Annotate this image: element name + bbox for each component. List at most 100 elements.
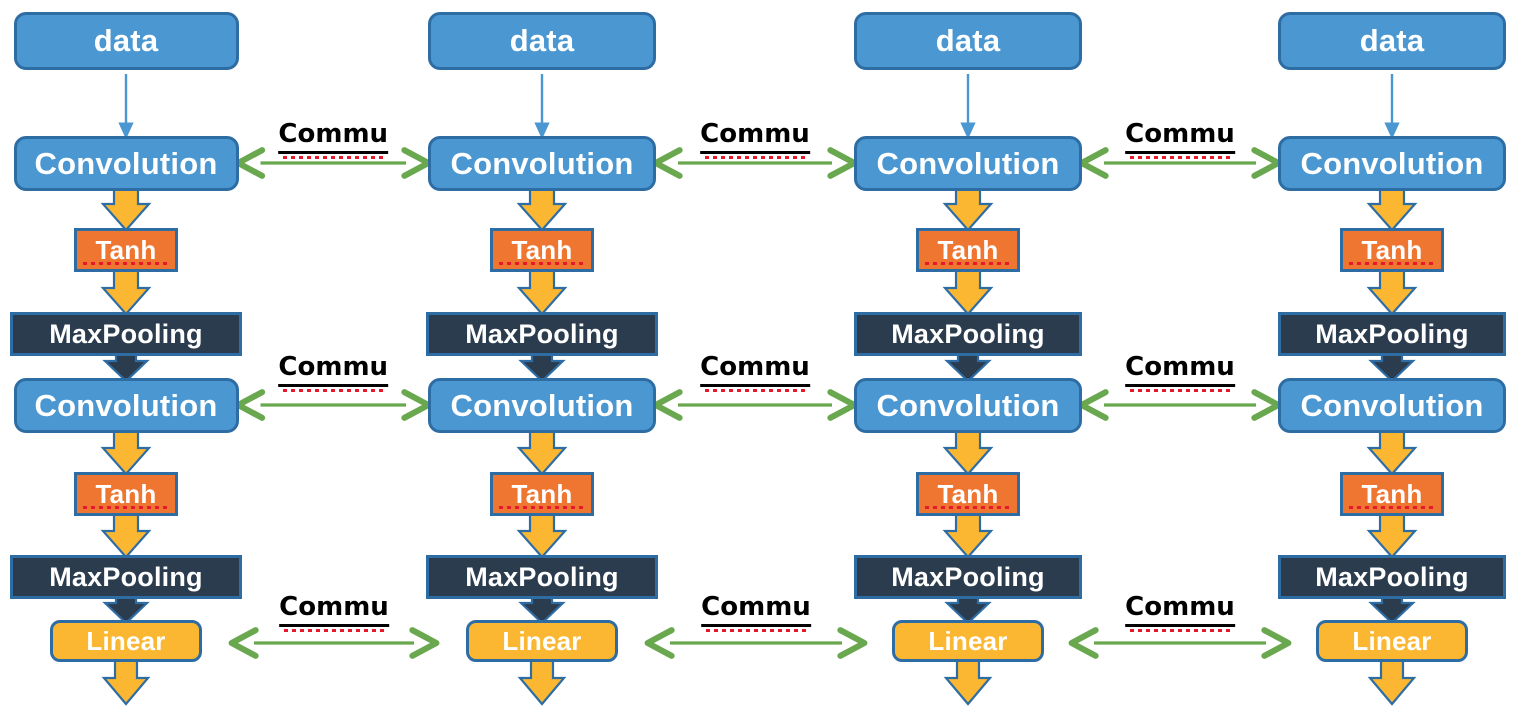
node-convolution-label: Convolution xyxy=(34,387,218,423)
node-maxpooling: MaxPooling xyxy=(854,312,1082,356)
flow-arrow-yellow xyxy=(516,268,568,316)
node-tanh: Tanh xyxy=(490,228,594,272)
node-convolution: Convolution xyxy=(854,378,1082,433)
node-linear: Linear xyxy=(466,620,618,662)
flow-arrow-yellow xyxy=(1366,183,1418,232)
node-linear: Linear xyxy=(50,620,202,662)
node-tanh-label: Tanh xyxy=(95,478,157,509)
node-data-label: data xyxy=(1359,23,1425,58)
spellcheck-underline-icon xyxy=(706,629,806,632)
flow-arrow-yellow xyxy=(100,512,152,559)
flow-arrow-yellow xyxy=(942,268,994,316)
spellcheck-underline-icon xyxy=(283,156,384,159)
node-convolution: Convolution xyxy=(428,136,656,191)
spellcheck-underline-icon xyxy=(1130,156,1230,159)
spellcheck-underline-icon xyxy=(1130,389,1230,392)
commu-label: Commu xyxy=(278,119,389,154)
node-maxpooling-label: MaxPooling xyxy=(49,561,203,592)
node-linear-label: Linear xyxy=(928,625,1008,656)
flow-arrow-yellow xyxy=(942,183,994,232)
commu-label: Commu xyxy=(1125,592,1235,627)
spellcheck-underline-icon xyxy=(705,389,805,392)
flow-arrow-yellow xyxy=(1366,425,1418,476)
node-tanh-label: Tanh xyxy=(937,234,999,265)
node-tanh: Tanh xyxy=(916,472,1020,516)
node-data: data xyxy=(428,12,656,70)
node-convolution: Convolution xyxy=(1278,378,1506,433)
node-data: data xyxy=(1278,12,1506,70)
node-maxpooling: MaxPooling xyxy=(10,312,242,356)
node-convolution-label: Convolution xyxy=(450,145,634,181)
node-maxpooling-label: MaxPooling xyxy=(465,318,619,349)
node-convolution-label: Convolution xyxy=(34,145,218,181)
flow-arrow-yellow xyxy=(942,512,994,559)
node-tanh: Tanh xyxy=(1340,472,1444,516)
spellcheck-underline-icon xyxy=(1130,629,1230,632)
commu-label: Commu xyxy=(279,592,389,627)
spellcheck-underline-icon xyxy=(284,629,384,632)
node-convolution-label: Convolution xyxy=(450,387,634,423)
node-convolution-label: Convolution xyxy=(876,145,1060,181)
node-maxpooling-label: MaxPooling xyxy=(891,561,1045,592)
commu-label: Commu xyxy=(700,352,810,387)
node-convolution: Convolution xyxy=(13,378,239,433)
node-maxpooling-label: MaxPooling xyxy=(1315,561,1469,592)
commu-label: Commu xyxy=(700,119,810,154)
node-convolution-label: Convolution xyxy=(1300,145,1484,181)
node-data-label: data xyxy=(509,23,575,58)
node-convolution-label: Convolution xyxy=(876,387,1060,423)
node-tanh: Tanh xyxy=(490,472,594,516)
flow-arrow-yellow xyxy=(1366,512,1418,559)
node-tanh-label: Tanh xyxy=(511,478,573,509)
flow-arrow-yellow xyxy=(100,268,152,316)
flow-arrow-yellow xyxy=(1366,268,1418,316)
node-convolution: Convolution xyxy=(1278,136,1506,191)
flow-arrow-yellow-output xyxy=(517,656,567,706)
node-tanh-label: Tanh xyxy=(937,478,999,509)
spellcheck-underline-icon xyxy=(705,156,805,159)
node-data-label: data xyxy=(93,23,159,58)
node-maxpooling: MaxPooling xyxy=(854,555,1082,599)
spellcheck-underline-icon xyxy=(283,389,384,392)
node-maxpooling-label: MaxPooling xyxy=(891,318,1045,349)
flow-arrow-yellow xyxy=(516,425,568,476)
node-maxpooling: MaxPooling xyxy=(426,312,658,356)
node-tanh: Tanh xyxy=(74,228,178,272)
node-maxpooling: MaxPooling xyxy=(1278,312,1506,356)
node-linear-label: Linear xyxy=(86,625,166,656)
node-tanh: Tanh xyxy=(916,228,1020,272)
flow-arrow-yellow xyxy=(100,183,152,232)
node-linear: Linear xyxy=(892,620,1044,662)
node-maxpooling: MaxPooling xyxy=(10,555,242,599)
node-convolution-label: Convolution xyxy=(1300,387,1484,423)
commu-label: Commu xyxy=(1125,119,1235,154)
node-maxpooling: MaxPooling xyxy=(426,555,658,599)
node-convolution: Convolution xyxy=(854,136,1082,191)
node-data: data xyxy=(13,12,239,70)
node-linear: Linear xyxy=(1316,620,1468,662)
node-tanh-label: Tanh xyxy=(1361,234,1423,265)
node-tanh-label: Tanh xyxy=(95,234,157,265)
flow-arrow-yellow-output xyxy=(101,656,151,706)
node-convolution: Convolution xyxy=(428,378,656,433)
node-tanh: Tanh xyxy=(1340,228,1444,272)
node-maxpooling-label: MaxPooling xyxy=(1315,318,1469,349)
node-tanh-label: Tanh xyxy=(1361,478,1423,509)
flow-arrow-yellow xyxy=(942,425,994,476)
commu-label: Commu xyxy=(278,352,389,387)
node-convolution: Convolution xyxy=(13,136,239,191)
node-tanh: Tanh xyxy=(74,472,178,516)
node-maxpooling: MaxPooling xyxy=(1278,555,1506,599)
node-linear-label: Linear xyxy=(1352,625,1432,656)
node-data-label: data xyxy=(935,23,1001,58)
flow-arrow-yellow xyxy=(516,183,568,232)
node-maxpooling-label: MaxPooling xyxy=(465,561,619,592)
flow-arrow-yellow xyxy=(516,512,568,559)
flow-arrow-yellow-output xyxy=(943,656,993,706)
commu-label: Commu xyxy=(1125,352,1235,387)
flow-arrow-yellow-output xyxy=(1367,656,1417,706)
flow-arrow-yellow xyxy=(100,425,152,476)
node-tanh-label: Tanh xyxy=(511,234,573,265)
